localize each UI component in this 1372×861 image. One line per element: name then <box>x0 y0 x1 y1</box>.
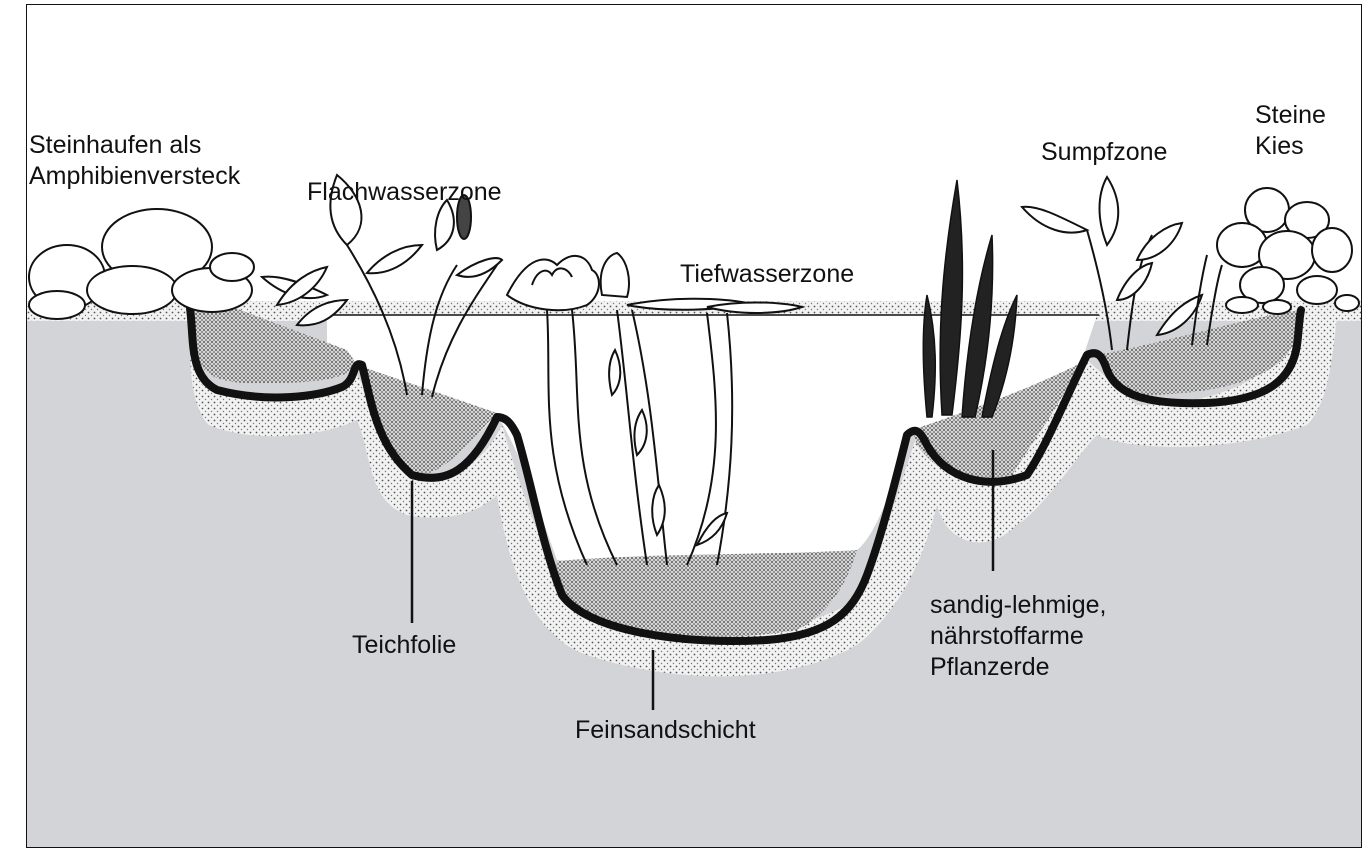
label-pond-liner: Teichfolie <box>352 631 457 659</box>
label-deep-zone: Tiefwasserzone <box>680 260 855 288</box>
label-stones-gravel: Steine Kies <box>1255 101 1326 160</box>
stones-gravel <box>1216 187 1360 315</box>
shallow-zone-plants <box>259 173 504 398</box>
water-lilies <box>505 251 806 566</box>
label-stone-pile: Steinhaufen als Amphibienversteck <box>29 131 241 190</box>
marsh-zone-plants <box>1020 175 1223 351</box>
soil-bottom <box>556 550 857 637</box>
label-fine-sand: Feinsandschicht <box>575 716 756 744</box>
fine-sand-layer <box>163 305 1337 677</box>
soil-left-shelf <box>187 301 357 384</box>
stone-pile <box>28 208 255 320</box>
soil-right-shelf <box>912 365 1077 480</box>
water <box>327 315 1097 566</box>
soil-marsh-shelf <box>1097 310 1302 395</box>
pond-liner <box>185 297 1305 645</box>
label-plant-soil: sandig-lehmige, nährstoffarme Pflanzerde <box>930 591 1107 681</box>
reed-plants <box>922 179 1018 418</box>
pond-cross-section <box>27 173 1361 847</box>
label-shallow-zone: Flachwasserzone <box>307 178 502 206</box>
label-marsh-zone: Sumpfzone <box>1041 138 1168 166</box>
diagram-frame: Steinhaufen als Amphibienversteck Flachw… <box>26 4 1362 848</box>
